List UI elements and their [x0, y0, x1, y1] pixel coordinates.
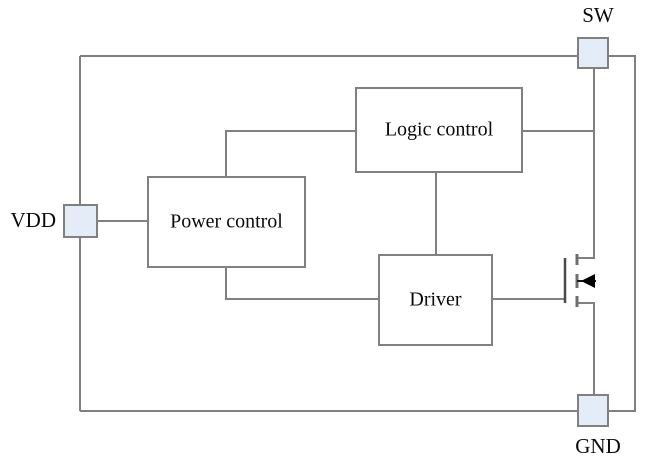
block-logic-control-label: Logic control — [385, 119, 494, 141]
pad-sw[interactable]: SW — [577, 3, 614, 69]
mosfet-arrow-icon — [581, 274, 595, 288]
pad-sw-square[interactable] — [577, 37, 609, 69]
wire-source-to-gnd — [577, 302, 595, 395]
block-driver[interactable]: Driver — [378, 254, 493, 346]
internal-wires — [97, 68, 595, 395]
block-logic-control[interactable]: Logic control — [355, 87, 523, 173]
block-power-control[interactable]: Power control — [147, 176, 306, 268]
block-power-control-box[interactable] — [147, 176, 306, 268]
wire-power-to-logic — [225, 130, 356, 177]
pad-vdd[interactable]: VDD — [11, 204, 98, 238]
power-nmos-transistor — [563, 254, 596, 307]
wire-sw-to-drain — [577, 68, 595, 259]
pad-gnd-square[interactable] — [577, 394, 609, 427]
pad-gnd[interactable]: GND — [575, 394, 621, 458]
block-driver-box[interactable] — [378, 254, 493, 346]
block-power-control-label: Power control — [170, 211, 283, 233]
pad-vdd-label: VDD — [11, 208, 57, 232]
wire-power-to-driver — [225, 267, 379, 300]
pad-gnd-label: GND — [575, 434, 621, 458]
wire-right-rail — [608, 55, 636, 412]
block-driver-label: Driver — [409, 289, 462, 311]
block-logic-control-box[interactable] — [355, 87, 523, 173]
pad-vdd-square[interactable] — [63, 204, 98, 238]
pad-sw-label: SW — [582, 3, 614, 27]
